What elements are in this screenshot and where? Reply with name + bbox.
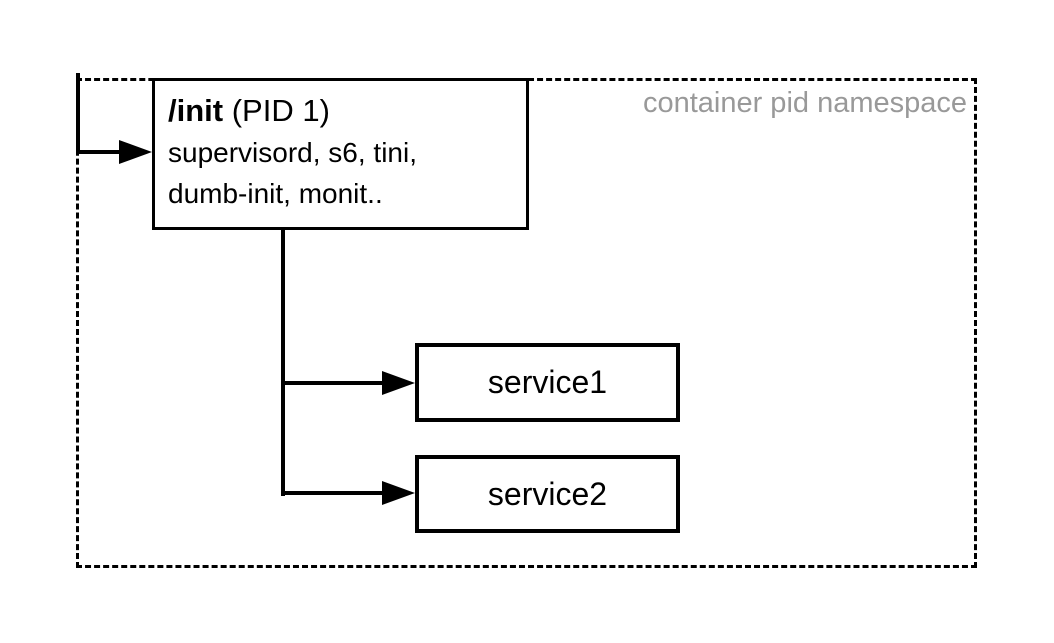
init-title-bold: /init — [168, 93, 224, 128]
init-children-trunk-line — [281, 229, 285, 496]
init-title: /init (PID 1) — [168, 89, 526, 132]
init-programs-line2: dumb-init, monit.. — [168, 178, 383, 209]
service2-box: service2 — [415, 455, 680, 533]
namespace-label: container pid namespace — [642, 87, 967, 119]
service2-branch-line — [281, 491, 382, 495]
service1-box: service1 — [415, 343, 680, 422]
entry-arrow-vertical-line — [76, 73, 80, 154]
entry-arrow-horizontal-line — [76, 150, 121, 154]
service1-label: service1 — [487, 364, 608, 400]
init-title-rest: (PID 1) — [223, 93, 330, 128]
service2-label: service2 — [487, 475, 608, 512]
service1-arrowhead-icon — [382, 371, 415, 395]
init-box: /init (PID 1) supervisord, s6, tini, dum… — [152, 78, 529, 230]
entry-arrowhead-icon — [119, 140, 152, 164]
service2-arrowhead-icon — [382, 481, 415, 505]
service1-branch-line — [281, 381, 382, 385]
init-programs-line1: supervisord, s6, tini, — [168, 137, 417, 168]
